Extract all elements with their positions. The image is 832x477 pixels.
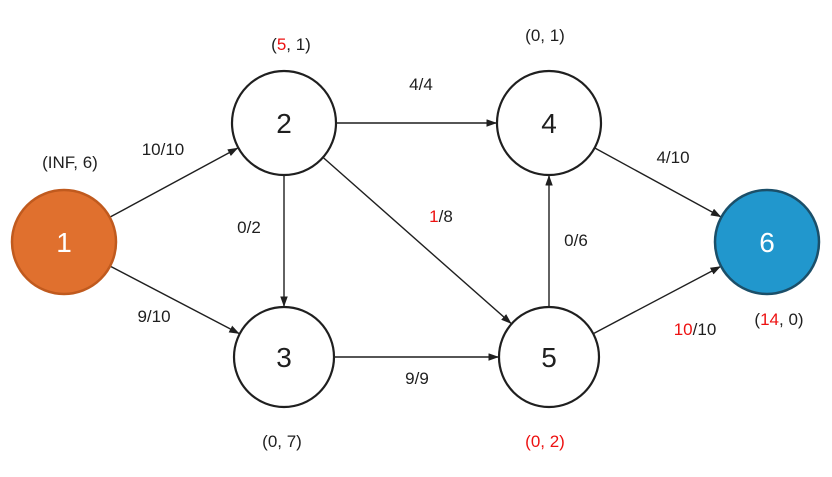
- edge-label-3-5: 9/9: [405, 369, 429, 388]
- node-6-annotation: (14, 0): [754, 310, 803, 329]
- node-4-annotation: (0, 1): [525, 26, 565, 45]
- node-4: [495, 69, 603, 177]
- node-5: [497, 305, 601, 409]
- edge-label-1-3: 9/10: [137, 307, 170, 326]
- edge-label-2-4: 4/4: [409, 75, 433, 94]
- node-1: [10, 188, 118, 296]
- node-6: [713, 188, 821, 296]
- node-3: [232, 305, 336, 409]
- edge-label-4-6: 4/10: [656, 148, 689, 167]
- node-5-label: 5: [541, 342, 557, 373]
- node-1-label: 1: [56, 227, 72, 258]
- edge-label-5-4: 0/6: [564, 231, 588, 250]
- node-2: [230, 69, 338, 177]
- node-3-annotation: (0, 7): [262, 432, 302, 451]
- node-2-annotation: (5, 1): [271, 35, 311, 54]
- edge-4-6: [594, 147, 722, 218]
- nodes-layer: 1 2 3 4 5 6: [10, 69, 821, 409]
- edge-label-2-3: 0/2: [237, 218, 261, 237]
- node-1-annotation: (INF, 6): [42, 153, 98, 172]
- edge-1-2: [109, 147, 239, 218]
- edge-5-6: [592, 266, 721, 335]
- node-3-label: 3: [276, 342, 292, 373]
- node-6-label: 6: [759, 227, 775, 258]
- edge-1-3: [109, 265, 240, 335]
- node-2-label: 2: [276, 108, 292, 139]
- edge-label-2-5: 1/8: [429, 207, 453, 226]
- node-5-annotation: (0, 2): [525, 432, 565, 451]
- edge-label-1-2: 10/10: [142, 140, 185, 159]
- edge-2-5: [322, 156, 512, 324]
- node-4-label: 4: [541, 108, 557, 139]
- edge-label-5-6: 10/10: [674, 320, 717, 339]
- edges-layer: [109, 119, 722, 361]
- labels-layer: 10/10 9/10 4/4 0/2 1/8 9/9 0/6 4/10 10/10 (INF, 6…: [42, 26, 803, 451]
